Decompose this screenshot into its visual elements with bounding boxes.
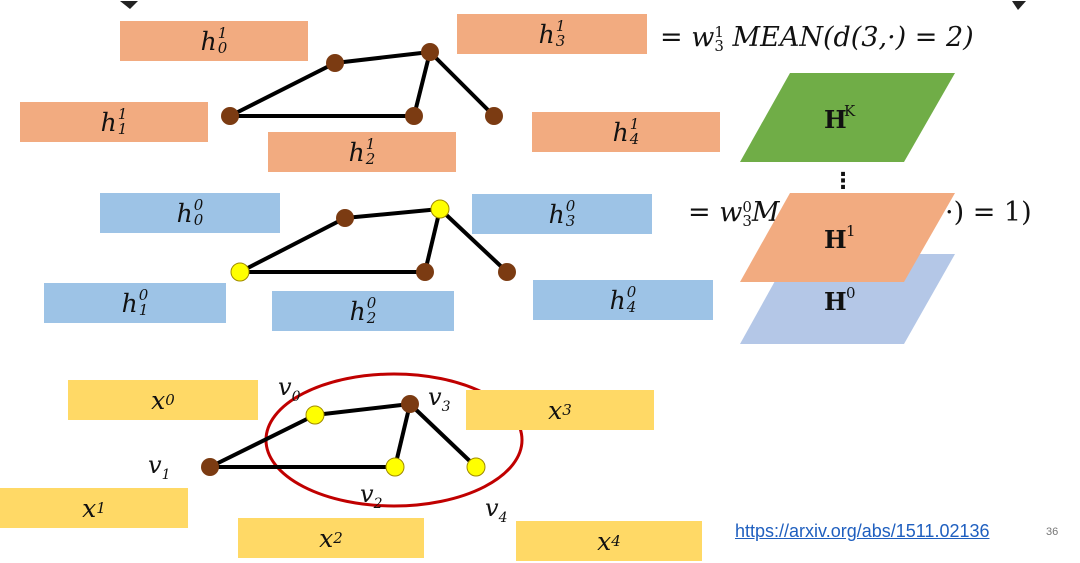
node-v4 bbox=[498, 263, 516, 281]
node-v1 bbox=[201, 458, 219, 476]
node-v4 bbox=[466, 457, 486, 477]
layer-hk-label: H bbox=[824, 105, 847, 134]
layer-hk-sup: K bbox=[844, 102, 856, 120]
node-v2 bbox=[416, 263, 434, 281]
edge bbox=[438, 207, 509, 274]
node-v0 bbox=[305, 405, 325, 425]
node-v2 bbox=[385, 457, 405, 477]
edge bbox=[229, 61, 336, 118]
layer0-equation-tail: ·) = 1) bbox=[945, 197, 1032, 228]
edge bbox=[428, 50, 496, 118]
edge bbox=[334, 50, 431, 65]
node-v2 bbox=[405, 107, 423, 125]
edge bbox=[209, 413, 316, 469]
graph-input bbox=[201, 372, 524, 508]
cut-off-title bbox=[0, 0, 1080, 14]
node-v3 bbox=[430, 199, 450, 219]
layer-h1-label: H bbox=[824, 225, 847, 254]
graph-layer0 bbox=[230, 199, 516, 282]
layer-h0-sup: 0 bbox=[846, 284, 856, 302]
edge bbox=[412, 51, 432, 117]
edge bbox=[393, 403, 412, 468]
layer-dots: ⋮ bbox=[832, 169, 854, 194]
node-v1 bbox=[221, 107, 239, 125]
vertex-label-v0: v0 bbox=[278, 373, 301, 405]
page-number: 36 bbox=[1046, 526, 1059, 538]
layer-h1-sup: 1 bbox=[846, 222, 856, 240]
node-v4 bbox=[485, 107, 503, 125]
edge bbox=[314, 402, 411, 417]
edge bbox=[423, 208, 442, 273]
vertex-label-v4: v4 bbox=[485, 494, 508, 526]
node-v0 bbox=[326, 54, 344, 72]
layer-stack: H K ⋮ H 0 H 1 bbox=[740, 73, 955, 344]
node-v3 bbox=[421, 43, 439, 61]
arxiv-link[interactable]: https://arxiv.org/abs/1511.02136 bbox=[735, 521, 990, 541]
vertex-label-v3: v3 bbox=[428, 383, 451, 415]
edge bbox=[239, 216, 346, 274]
vertex-label-v1: v1 bbox=[148, 451, 171, 483]
layer-hk-plane bbox=[740, 73, 955, 162]
node-v1 bbox=[230, 262, 250, 282]
edge bbox=[344, 207, 441, 220]
layer-h0-label: H bbox=[824, 287, 847, 316]
edge bbox=[408, 402, 478, 469]
node-v3 bbox=[401, 395, 419, 413]
vertex-label-v2: v2 bbox=[360, 480, 383, 512]
layer-h1-plane bbox=[740, 193, 955, 282]
graph-layer1 bbox=[221, 43, 503, 125]
node-v0 bbox=[336, 209, 354, 227]
